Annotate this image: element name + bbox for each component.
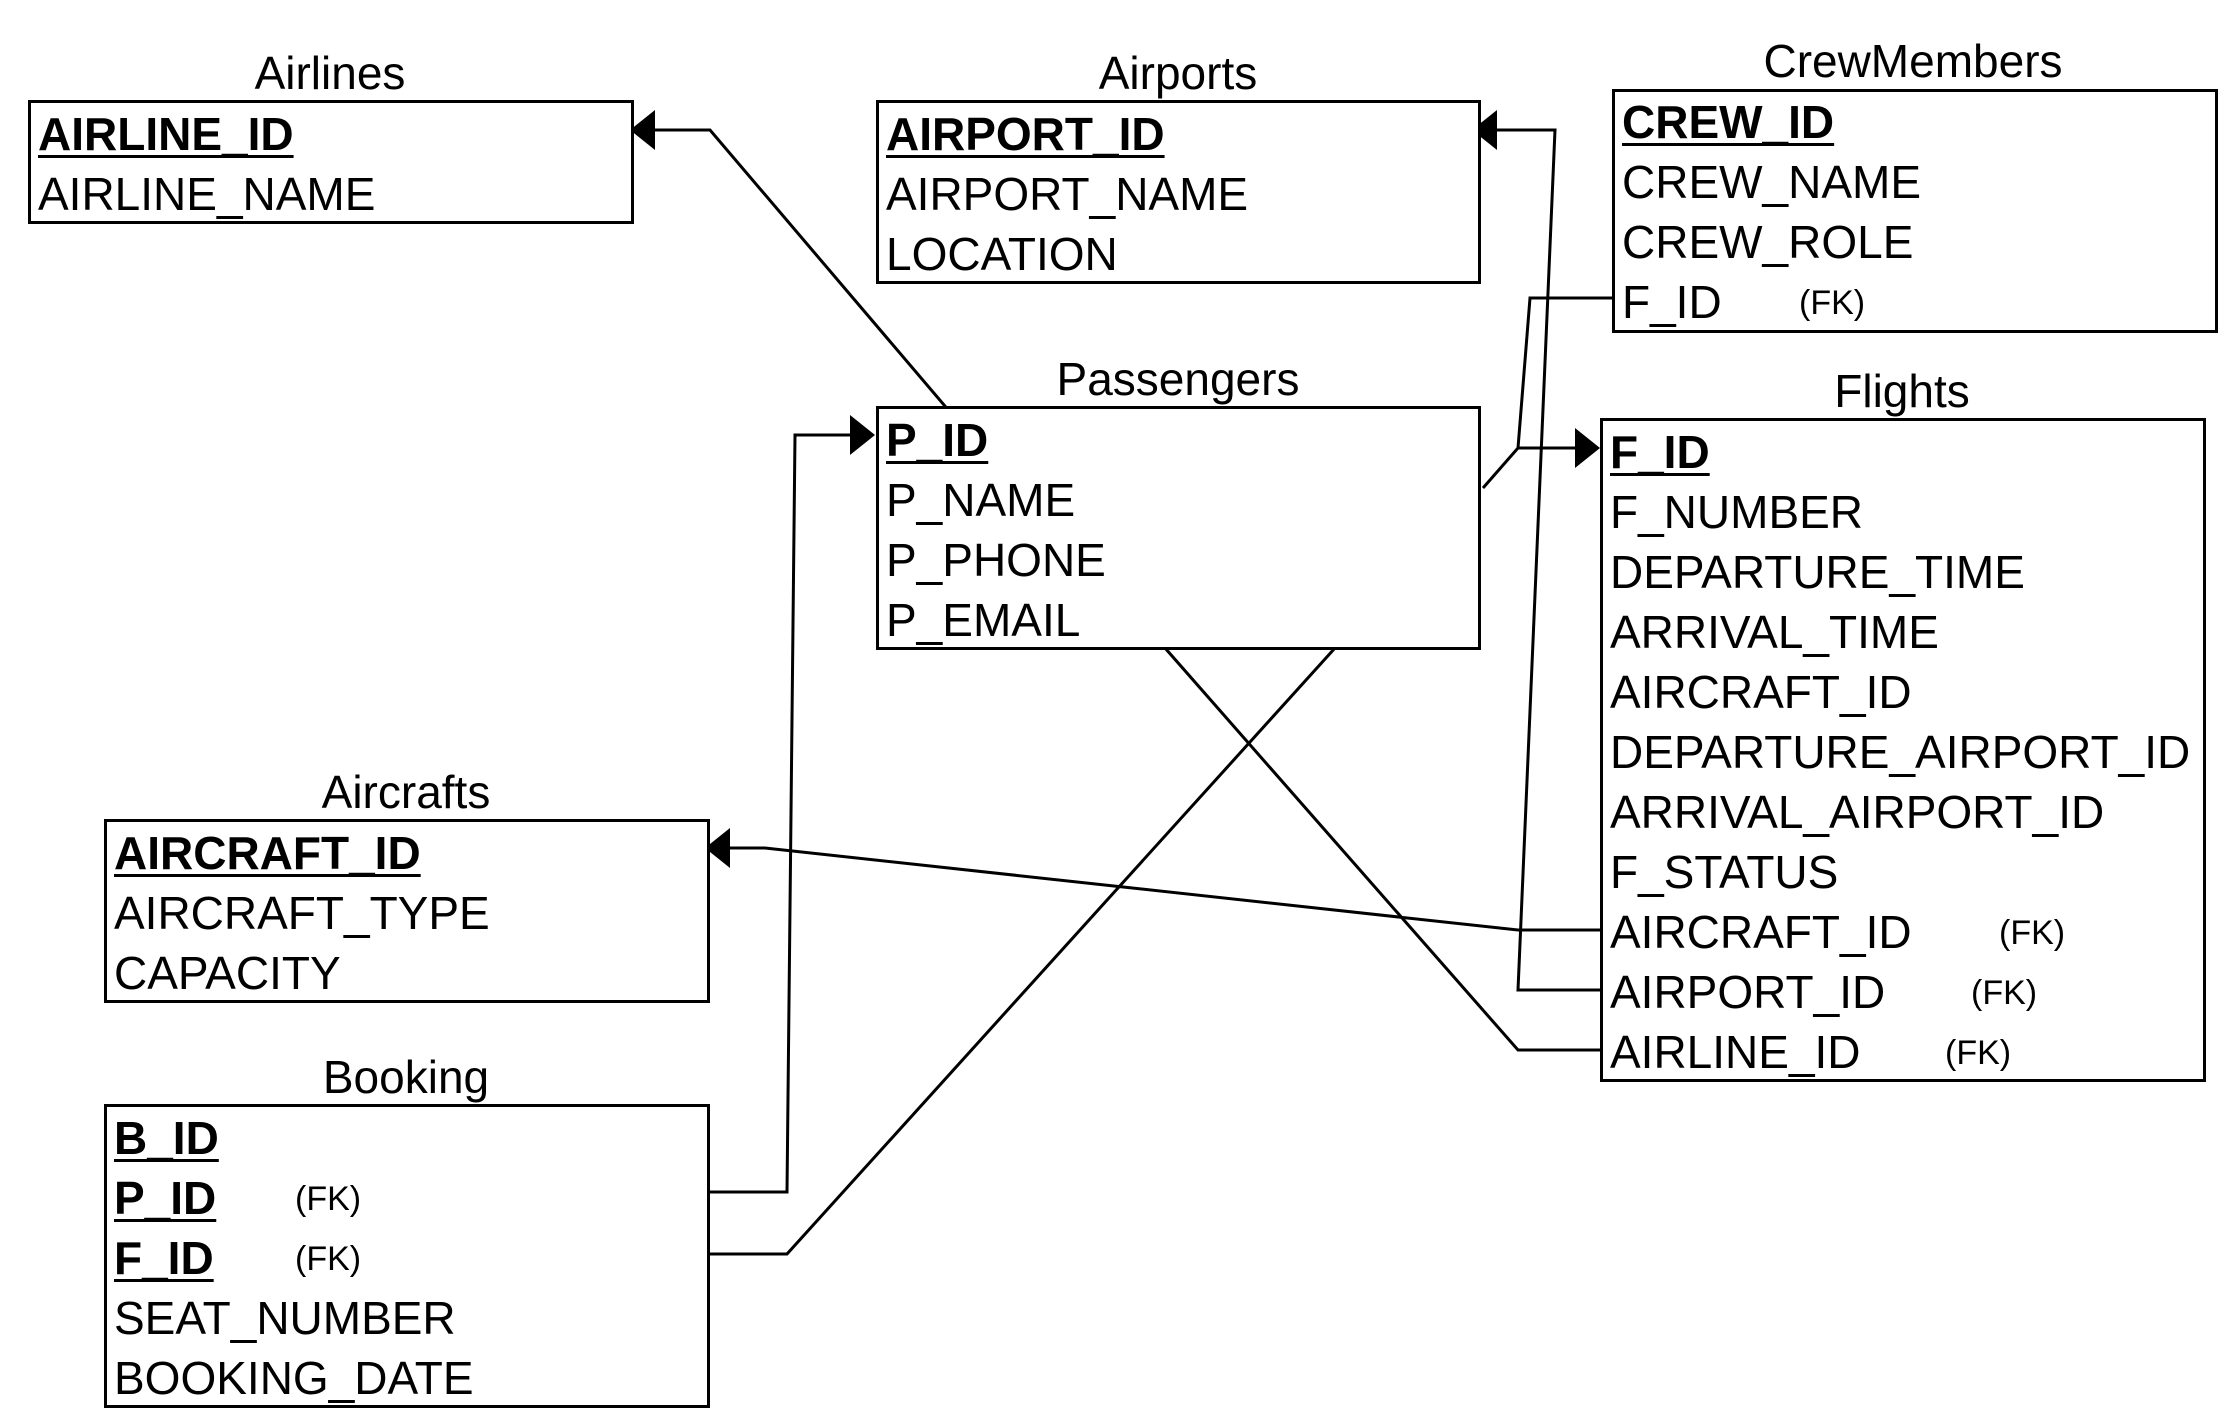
airline-id-fk-badge: (FK) <box>1945 1034 2012 1072</box>
passengers-table: P_ID P_NAME P_PHONE P_EMAIL <box>876 406 1481 650</box>
airline-id-pk: AIRLINE_ID <box>38 108 294 160</box>
crew-flight-id-fk-badge: (FK) <box>1799 284 1866 322</box>
aircrafts-table: AIRCRAFT_ID AIRCRAFT_TYPE CAPACITY <box>104 819 710 1003</box>
airports-table: AIRPORT_ID AIRPORT_NAME LOCATION <box>876 100 1481 284</box>
relation-crew-flight <box>1516 296 1613 450</box>
airport-id-pk: AIRPORT_ID <box>886 108 1165 160</box>
flight-status-field: F_STATUS <box>1610 846 1839 898</box>
passenger-phone-field: P_PHONE <box>886 534 1106 586</box>
crewmembers-title: CrewMembers <box>1763 35 2063 87</box>
arrowhead-flights <box>1575 428 1600 468</box>
flight-id-pk: F_ID <box>1610 426 1710 478</box>
passenger-name-field: P_NAME <box>886 474 1076 526</box>
booking-passenger-id-key: P_ID <box>114 1172 217 1224</box>
booking-id-pk: B_ID <box>114 1112 219 1164</box>
arrival-airport-id-field: ARRIVAL_AIRPORT_ID <box>1610 786 2105 838</box>
relation-flights-aircraft <box>730 846 1602 932</box>
flight-number-field: F_NUMBER <box>1610 486 1864 538</box>
flights-title: Flights <box>1834 365 1970 417</box>
crew-id-pk: CREW_ID <box>1622 96 1835 148</box>
flights-table: F_ID F_NUMBER DEPARTURE_TIME ARRIVAL_TIM… <box>1600 418 2206 1082</box>
airlines-table: AIRLINE_ID AIRLINE_NAME <box>28 100 634 224</box>
seat-number-field: SEAT_NUMBER <box>114 1292 456 1344</box>
passenger-email-field: P_EMAIL <box>886 594 1081 646</box>
airline-name-field: AIRLINE_NAME <box>38 168 376 220</box>
booking-date-field: BOOKING_DATE <box>114 1352 474 1404</box>
departure-airport-id-field: DEPARTURE_AIRPORT_ID <box>1610 726 2191 778</box>
airlines-title: Airlines <box>254 47 406 99</box>
aircrafts-title: Aircrafts <box>321 766 491 818</box>
arrowhead-passengers <box>850 415 875 455</box>
aircraft-id-field: AIRCRAFT_ID <box>1610 666 1912 718</box>
relation-booking-passenger <box>708 433 850 1194</box>
passenger-id-pk: P_ID <box>886 414 989 466</box>
airport-id-fk-badge: (FK) <box>1971 974 2038 1012</box>
arrival-time-field: ARRIVAL_TIME <box>1610 606 1939 658</box>
relation-booking-flight <box>708 646 1337 1256</box>
passengers-title: Passengers <box>1056 353 1300 405</box>
airports-title: Airports <box>1098 47 1258 99</box>
airport-id-fk-field: AIRPORT_ID <box>1610 966 1886 1018</box>
airline-id-fk-field: AIRLINE_ID <box>1610 1026 1861 1078</box>
aircraft-id-pk: AIRCRAFT_ID <box>114 827 421 879</box>
booking-passenger-id-fk-badge: (FK) <box>295 1180 362 1218</box>
booking-title: Booking <box>322 1051 490 1103</box>
aircraft-id-fk-field: AIRCRAFT_ID <box>1610 906 1912 958</box>
crew-name-field: CREW_NAME <box>1622 156 1922 208</box>
crew-flight-id-field: F_ID <box>1622 276 1722 328</box>
crewmembers-table: CREW_ID CREW_NAME CREW_ROLE F_ID (FK) <box>1612 89 2218 333</box>
aircraft-id-fk-badge: (FK) <box>1999 914 2066 952</box>
arrowhead-airports <box>1472 110 1497 150</box>
arrowhead-airlines <box>630 110 655 150</box>
relation-flights-airport <box>1497 128 1602 992</box>
arrowhead-aircrafts <box>705 828 730 868</box>
booking-table: B_ID P_ID (FK) F_ID (FK) SEAT_NUMBER BOO… <box>104 1104 710 1408</box>
aircraft-type-field: AIRCRAFT_TYPE <box>114 887 490 939</box>
departure-time-field: DEPARTURE_TIME <box>1610 546 2025 598</box>
crew-role-field: CREW_ROLE <box>1622 216 1914 268</box>
capacity-field: CAPACITY <box>114 947 341 999</box>
booking-flight-id-fk-badge: (FK) <box>295 1240 362 1278</box>
location-field: LOCATION <box>886 228 1118 280</box>
airport-name-field: AIRPORT_NAME <box>886 168 1249 220</box>
booking-flight-id-key: F_ID <box>114 1232 214 1284</box>
relation-booking-flight-end <box>1481 447 1520 489</box>
